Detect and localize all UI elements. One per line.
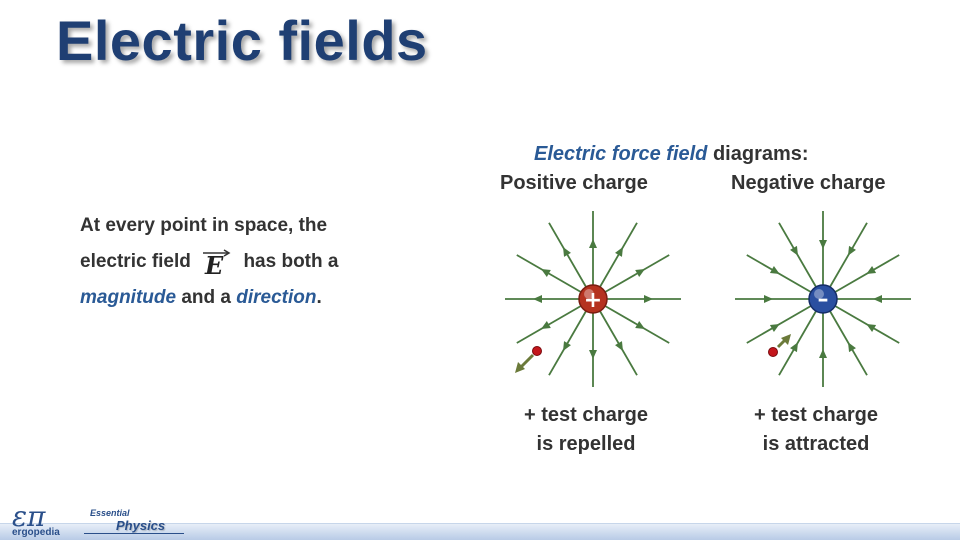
repel-arrow bbox=[518, 353, 535, 370]
slide-title: Electric fields bbox=[56, 9, 428, 72]
positive-caption-line-1: + test charge bbox=[524, 404, 648, 426]
field-arrowhead bbox=[533, 295, 542, 303]
physics-underline bbox=[84, 533, 184, 534]
field-arrowhead bbox=[563, 341, 571, 351]
field-arrowhead bbox=[635, 269, 645, 277]
field-arrowhead bbox=[790, 245, 798, 256]
field-arrowhead bbox=[615, 247, 623, 257]
negative-field-lines bbox=[735, 211, 911, 387]
negative-caption-line-1: + test charge bbox=[754, 404, 878, 426]
negative-caption: + test charge is attracted bbox=[716, 401, 916, 459]
field-symbol: E bbox=[204, 251, 224, 276]
physics-label: Physics bbox=[116, 518, 166, 533]
field-arrowhead bbox=[848, 342, 856, 353]
diagram-heading-emphasis: Electric force field bbox=[534, 143, 708, 165]
diagram-heading: Electric force field diagrams: bbox=[534, 143, 809, 166]
ergopedia-brand: ergopedia bbox=[12, 527, 60, 538]
positive-charge-label: Positive charge bbox=[500, 172, 648, 194]
field-arrowhead bbox=[873, 295, 882, 303]
footer-divider bbox=[0, 523, 960, 524]
field-arrowhead bbox=[644, 295, 653, 303]
test-charge-dot-icon bbox=[532, 346, 542, 356]
essential-label: Essential bbox=[90, 508, 130, 518]
body-line-2: electric field E has both a bbox=[80, 244, 410, 280]
field-arrowhead bbox=[769, 324, 780, 332]
field-arrowhead bbox=[866, 324, 877, 332]
body-text: At every point in space, the electric fi… bbox=[80, 208, 410, 316]
positive-field-lines bbox=[505, 211, 681, 387]
field-arrowhead bbox=[589, 239, 597, 248]
body-line-2-post: has both a bbox=[243, 251, 339, 272]
field-arrowhead bbox=[563, 247, 571, 257]
plus-charge-icon bbox=[578, 284, 608, 314]
positive-caption-line-2: is repelled bbox=[536, 433, 636, 455]
ergopedia-logo-icon: επ bbox=[12, 500, 46, 533]
field-arrowhead bbox=[790, 342, 798, 353]
body-line-1: At every point in space, the bbox=[80, 215, 328, 236]
field-arrowhead bbox=[764, 295, 773, 303]
direction-word: direction bbox=[236, 287, 317, 308]
negative-caption-line-2: is attracted bbox=[762, 433, 870, 455]
magnitude-word: magnitude bbox=[80, 287, 177, 308]
negative-charge-label: Negative charge bbox=[731, 172, 886, 194]
positive-field-diagram: + bbox=[505, 211, 681, 387]
minus-charge-icon bbox=[808, 284, 838, 314]
footer-bar bbox=[0, 524, 960, 540]
field-arrowhead bbox=[819, 240, 827, 249]
field-arrowhead bbox=[769, 266, 780, 274]
and-word: and a bbox=[176, 287, 237, 308]
positive-caption: + test charge is repelled bbox=[486, 401, 686, 459]
field-arrowhead bbox=[635, 321, 645, 329]
electric-field-vector-icon: E bbox=[203, 249, 231, 276]
field-arrowhead bbox=[541, 321, 551, 329]
positive-symbol: + bbox=[584, 288, 602, 313]
body-line-3: magnitude and a direction. bbox=[80, 280, 410, 316]
field-arrowhead bbox=[866, 266, 877, 274]
diagram-heading-rest: diagrams: bbox=[707, 143, 809, 165]
negative-field-diagram: – bbox=[735, 211, 911, 387]
body-line-2-pre: electric field bbox=[80, 251, 191, 272]
field-arrowhead bbox=[819, 349, 827, 358]
field-arrowhead bbox=[541, 269, 551, 277]
field-arrowhead bbox=[589, 350, 597, 359]
period: . bbox=[316, 287, 322, 308]
field-arrowhead bbox=[848, 245, 856, 256]
test-charge-dot-icon bbox=[768, 347, 778, 357]
field-arrowhead bbox=[615, 341, 623, 351]
negative-symbol: – bbox=[818, 287, 829, 312]
